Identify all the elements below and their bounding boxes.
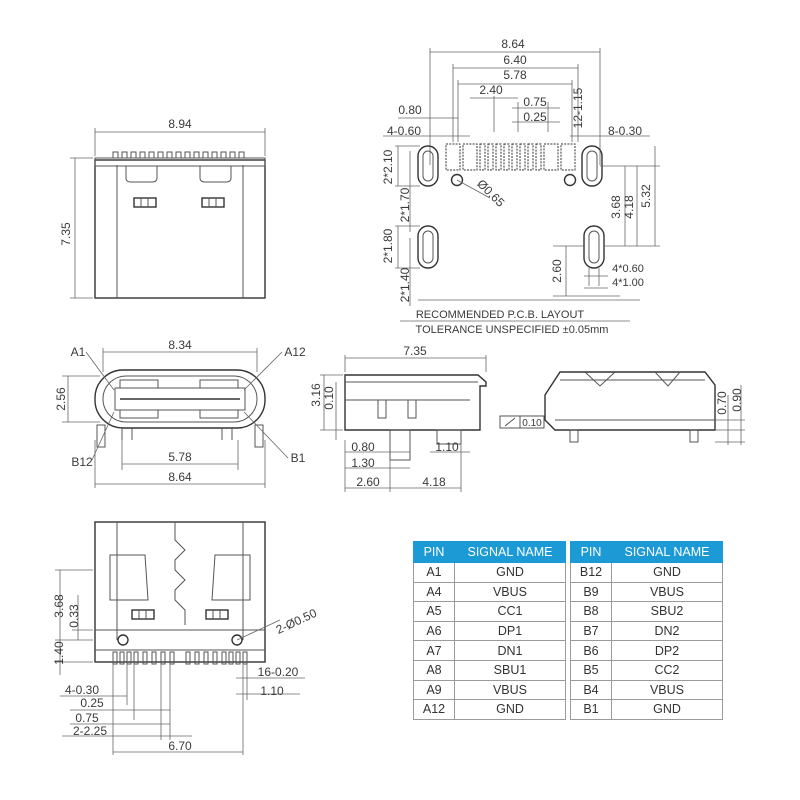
label-a1: A1 (71, 345, 86, 359)
dim-4x100: 4*1.00 (612, 277, 644, 289)
dim-height: 7.35 (59, 222, 73, 246)
header-pin-b: PIN (570, 541, 612, 563)
dim-bottom-140: 1.40 (52, 641, 66, 665)
dim-4-060: 4-0.60 (387, 124, 421, 138)
dim-532: 5.32 (639, 184, 653, 208)
dim-4x030: 4-0.30 (65, 683, 99, 697)
dim-2x050: 2-Ø0.50 (274, 606, 320, 637)
side-body (344, 374, 487, 431)
dim-4x060: 4*0.60 (612, 263, 644, 275)
dim-240: 2.40 (479, 83, 503, 97)
dim-670: 6.70 (168, 739, 192, 753)
bottom-view: 3.68 0.33 1.40 2-Ø0.50 16-0.20 1.10 4-0.… (52, 521, 320, 755)
dim-640: 6.40 (503, 53, 527, 67)
dim-080-side: 0.80 (351, 440, 375, 454)
dim-side-010: 0.10 (322, 386, 336, 410)
slot-pad-top-left (417, 145, 439, 187)
top-pins (112, 151, 245, 159)
dim-hole: Ø0.65 (474, 177, 507, 210)
bottom-pins (112, 651, 248, 665)
header-pin-a: PIN (413, 541, 455, 563)
dim-418: 4.18 (622, 195, 636, 219)
top-plan-view: 8.94 7.35 (59, 117, 266, 299)
dim-033: 0.33 (67, 604, 81, 628)
pcb-layout-view: 8.64 6.40 5.78 2.40 0.75 0.25 0.80 4-0.6… (381, 37, 660, 336)
dim-side-735: 7.35 (403, 344, 427, 358)
bottom-body (94, 521, 266, 663)
slot-pad-bottom-right (583, 225, 605, 269)
pcb-layout-title: RECOMMENDED P.C.B. LAYOUT (416, 309, 585, 321)
end-view: 0.70 0.90 (544, 371, 745, 445)
dim-2x140: 2*1.40 (398, 267, 412, 302)
dim-bottom-368: 3.68 (52, 594, 66, 618)
dim-front-578: 5.78 (168, 450, 192, 464)
dim-070: 0.70 (715, 391, 729, 415)
dim-width: 8.94 (168, 117, 192, 131)
dim-834: 8.34 (168, 338, 192, 352)
locating-hole-right (563, 173, 577, 187)
flatness-tolerance: 0.10 (522, 418, 542, 429)
slot-pad-bottom-left (417, 225, 439, 269)
dim-316: 3.16 (309, 383, 323, 407)
dim-2x225: 2-2.25 (73, 724, 107, 738)
locating-post-left (117, 634, 129, 646)
dim-side-110: 1.10 (435, 440, 459, 454)
dim-260-side: 2.60 (356, 475, 380, 489)
end-body (544, 371, 716, 431)
dim-130: 1.30 (351, 456, 375, 470)
dim-8-030: 8-0.30 (608, 124, 642, 138)
dim-025: 0.25 (523, 110, 547, 124)
locating-post-right (231, 634, 243, 646)
header-signal-a: SIGNAL NAME (454, 541, 566, 563)
dim-256: 2.56 (54, 387, 68, 411)
side-view: 0.10 7.35 3.16 0.10 0.80 1.30 1.10 2.60 … (309, 344, 545, 492)
header-signal-b: SIGNAL NAME (611, 541, 723, 563)
label-a12: A12 (284, 345, 306, 359)
dim-16x020: 16-0.20 (258, 665, 299, 679)
slot-pad-top-right (581, 145, 603, 187)
dim-2x210: 2*2.10 (381, 149, 395, 184)
dim-12-115: 12-1.15 (571, 87, 585, 128)
dim-bottom-075: 0.75 (75, 711, 99, 725)
pcb-pads (445, 143, 576, 171)
dim-578: 5.78 (503, 68, 527, 82)
label-b1: B1 (291, 451, 306, 465)
pin-table-header: PIN SIGNAL NAME PIN SIGNAL NAME (413, 541, 723, 563)
dim-075: 0.75 (523, 95, 547, 109)
dim-bottom-110: 1.10 (260, 684, 284, 698)
front-view: 8.34 A1 A12 2.56 B12 B1 5.78 8.64 (54, 338, 306, 488)
dim-front-864: 8.64 (168, 470, 192, 484)
tolerance-note: TOLERANCE UNSPECIFIED ±0.05mm (416, 324, 609, 336)
front-outer-shell (94, 369, 266, 429)
dim-864: 8.64 (501, 37, 525, 51)
dim-418-side: 4.18 (422, 475, 446, 489)
connector-outline (94, 159, 266, 299)
label-b12: B12 (71, 455, 93, 469)
dim-368: 3.68 (609, 195, 623, 219)
dim-090: 0.90 (730, 388, 744, 412)
locating-hole-left (450, 173, 464, 187)
dim-2x170: 2*1.70 (398, 187, 412, 222)
dim-260: 2.60 (550, 259, 564, 283)
dim-080: 0.80 (398, 103, 422, 117)
dim-bottom-025: 0.25 (80, 696, 104, 710)
dim-2x180: 2*1.80 (381, 228, 395, 263)
